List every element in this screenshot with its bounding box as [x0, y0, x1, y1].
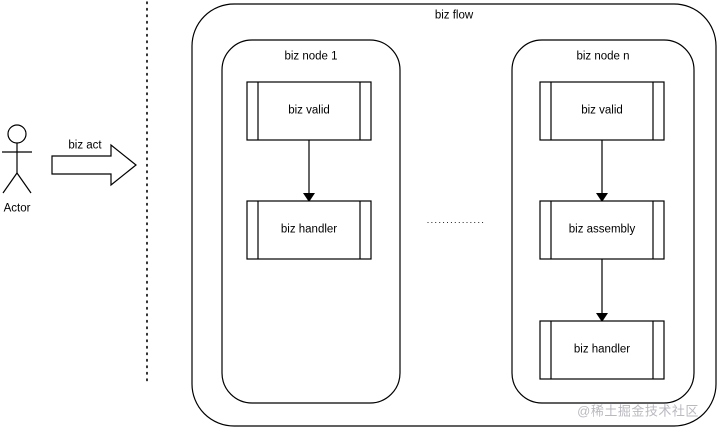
- process-box-noden-biz-valid: [539, 81, 665, 141]
- stick-figure-actor-icon: [2, 124, 32, 194]
- connector-noden-valid-to-assembly: [596, 140, 608, 202]
- connector-noden-assembly-to-handler: [596, 259, 608, 322]
- biz-node-n-container: [511, 39, 695, 404]
- connector-node1-valid-to-handler: [303, 140, 315, 202]
- process-box-node1-biz-handler: [246, 200, 372, 260]
- watermark-text: @稀土掘金技术社区: [577, 403, 699, 419]
- process-box-node1-biz-valid: [246, 81, 372, 141]
- process-box-noden-biz-handler: [539, 320, 665, 380]
- block-arrow-right-icon: [51, 143, 137, 187]
- node-continuation-ellipsis: ...............: [426, 215, 486, 225]
- biz-node-1-container: [221, 39, 401, 404]
- process-box-noden-biz-assembly: [539, 200, 665, 260]
- biz-flow-container: [191, 3, 717, 427]
